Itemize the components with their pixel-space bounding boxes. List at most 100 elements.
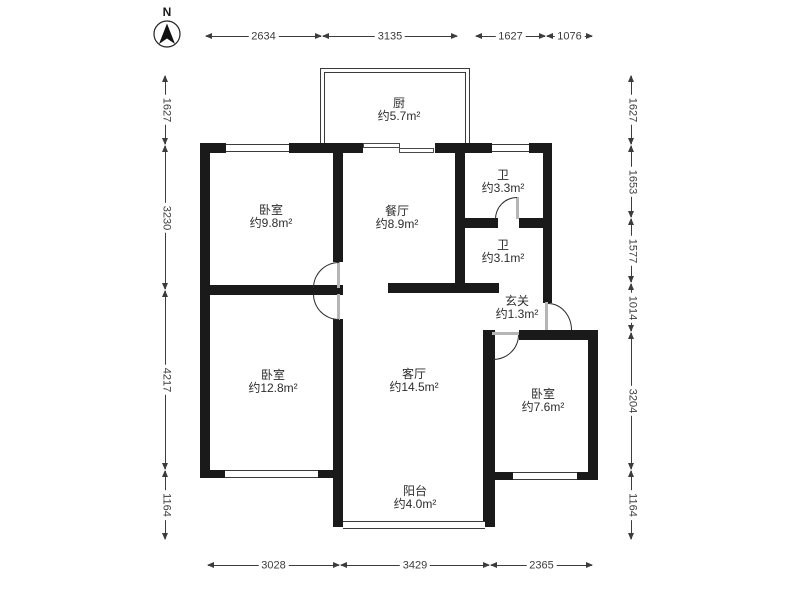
wall-right-exterior-upper xyxy=(543,143,552,303)
wall-left-exterior xyxy=(200,143,210,478)
room-name: 卫 xyxy=(496,168,509,182)
dimension-value: 3135 xyxy=(374,31,406,42)
sliding-door-pane-right xyxy=(399,148,434,153)
door-leaf-bedroom-right xyxy=(492,332,519,335)
dimension-left-1: 3230 xyxy=(160,145,172,290)
dimension-value: 3204 xyxy=(626,385,638,417)
wall-bottom-left-corner xyxy=(200,470,225,478)
room-label-living-room: 客厅约14.5m² xyxy=(389,368,438,394)
room-name: 卧室 xyxy=(530,387,555,401)
wall-dining-bottom xyxy=(388,283,499,293)
dimension-bottom-0: 3028 xyxy=(207,560,340,571)
room-label-bedroom-top-left: 卧室约9.8m² xyxy=(250,204,293,230)
dimension-value: 4217 xyxy=(160,364,172,396)
room-name: 餐厅 xyxy=(384,204,409,218)
dimension-right-3: 1014 xyxy=(626,283,638,332)
room-label-bedroom-bottom-left: 卧室约12.8m² xyxy=(248,369,297,395)
room-area: 约7.6m² xyxy=(521,400,565,414)
dimension-right-0: 1627 xyxy=(626,75,638,145)
dimension-value: 1653 xyxy=(626,166,638,197)
door-arc-bathroom-top xyxy=(495,197,517,219)
dimension-value: 1014 xyxy=(626,292,638,323)
room-label-bathroom-middle: 卫约3.1m² xyxy=(482,239,525,265)
dimension-value: 1577 xyxy=(626,235,638,266)
door-arc-bedroom-right xyxy=(493,335,519,360)
dimension-right-5: 1164 xyxy=(626,470,638,540)
dimension-value: 3230 xyxy=(160,202,172,233)
wall-bedroom-right-side xyxy=(588,333,598,480)
room-area: 约3.1m² xyxy=(481,251,525,265)
door-arc-bedroom-top-left xyxy=(313,262,339,288)
dimension-value: 1164 xyxy=(626,490,638,520)
dimension-bottom-2: 2365 xyxy=(490,560,593,571)
window-bathroom-top xyxy=(492,144,529,152)
wall-bedroom-right-top xyxy=(519,330,598,340)
room-label-bathroom-top: 卫约3.3m² xyxy=(482,169,525,195)
room-label-dining-room: 餐厅约8.9m² xyxy=(376,205,419,231)
door-arc-main-entrance xyxy=(548,303,572,330)
window-bedroom-top-left xyxy=(226,144,289,152)
dimension-left-0: 1627 xyxy=(160,75,172,145)
wall-bathroom-divider-left xyxy=(455,218,498,228)
window-bedroom-right xyxy=(513,472,577,480)
wall-bathroom-left xyxy=(455,143,465,292)
north-compass: N xyxy=(150,5,184,56)
room-area: 约5.7m² xyxy=(377,109,421,123)
wall-bedroom-divider-vertical-upper xyxy=(333,143,343,262)
dimension-top-2: 1627 xyxy=(475,31,546,42)
window-bedroom-bottom-left xyxy=(225,470,318,478)
window-balcony xyxy=(343,521,485,529)
room-area: 约9.8m² xyxy=(249,216,293,230)
dimension-value: 1627 xyxy=(626,94,638,126)
room-name: 客厅 xyxy=(401,367,427,381)
north-arrow-icon xyxy=(153,20,181,48)
dimension-value: 1076 xyxy=(554,31,585,42)
dimension-top-3: 1076 xyxy=(546,31,593,42)
dimension-value: 2634 xyxy=(248,31,279,42)
room-label-kitchen: 厨约5.7m² xyxy=(378,97,421,123)
dimension-right-2: 1577 xyxy=(626,218,638,283)
dimension-left-2: 4217 xyxy=(160,290,172,470)
dimension-top-1: 3135 xyxy=(322,31,458,42)
dimension-value: 3028 xyxy=(258,560,289,571)
room-name: 玄关 xyxy=(504,294,529,308)
dimension-value: 2365 xyxy=(526,560,557,571)
dimension-bottom-1: 3429 xyxy=(340,560,490,571)
room-area: 约4.0m² xyxy=(393,497,437,511)
wall-bedrooms-divider-horizontal xyxy=(200,285,343,295)
dimension-right-1: 1653 xyxy=(626,145,638,218)
wall-bedroom-divider-vertical-lower xyxy=(333,319,343,527)
room-area: 约14.5m² xyxy=(389,380,439,394)
wall-bottom-right-corner xyxy=(577,472,598,480)
door-arc-bedroom-bottom-left xyxy=(313,294,339,320)
kitchen-glazing xyxy=(320,68,470,145)
room-area: 约8.9m² xyxy=(375,217,419,231)
door-leaf-bathroom-top xyxy=(516,197,519,219)
room-area: 约12.8m² xyxy=(248,381,298,395)
room-name: 卫 xyxy=(496,238,509,252)
room-area: 约1.3m² xyxy=(495,307,539,321)
room-area: 约3.3m² xyxy=(481,181,525,195)
wall-bathroom-divider-right xyxy=(519,218,552,228)
room-name: 厨 xyxy=(392,96,405,110)
wall-bottom-left-inner xyxy=(318,470,343,478)
dimension-value: 1627 xyxy=(495,31,526,42)
wall-top-right-corner xyxy=(529,143,552,153)
wall-top-mid xyxy=(289,143,363,153)
dimension-top-0: 2634 xyxy=(205,31,322,42)
dimension-value: 3429 xyxy=(399,560,431,571)
dimension-value: 1627 xyxy=(160,94,172,126)
dimension-right-4: 3204 xyxy=(626,332,638,470)
door-leaf-main-entrance xyxy=(545,302,548,330)
room-name: 卧室 xyxy=(260,368,286,382)
compass-north-label: N xyxy=(162,5,172,19)
room-label-bedroom-right: 卧室约7.6m² xyxy=(522,388,565,414)
sliding-door-pane-left xyxy=(363,143,400,148)
dimension-left-3: 1164 xyxy=(160,470,172,540)
room-label-balcony: 阳台约4.0m² xyxy=(394,485,437,511)
room-name: 阳台 xyxy=(402,484,427,498)
wall-bottom-right-inner xyxy=(490,472,513,480)
room-name: 卧室 xyxy=(258,203,283,217)
dimension-value: 1164 xyxy=(160,490,172,520)
